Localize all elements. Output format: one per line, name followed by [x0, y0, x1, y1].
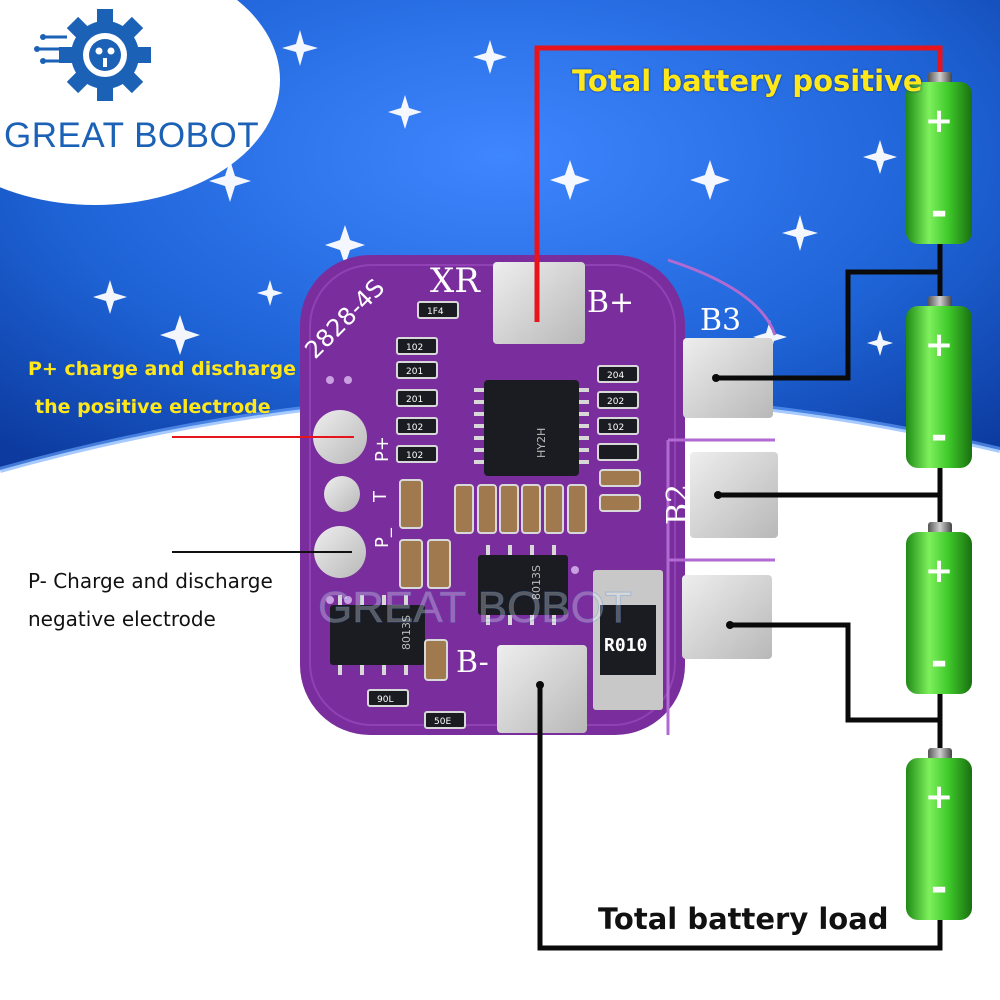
resistor-marking: 204: [607, 371, 624, 381]
battery-minus-sign: -: [931, 865, 948, 911]
resistor-marking: 90L: [377, 695, 393, 705]
label-t: T: [370, 490, 391, 503]
main-ic: [484, 380, 579, 476]
label-b-plus: B+: [587, 285, 634, 320]
resistor-marking: 201: [406, 367, 423, 377]
brand-watermark: GREAT BOBOT: [318, 583, 632, 632]
label-b2: B2: [661, 484, 696, 525]
board-maker: XR: [430, 261, 481, 301]
resistor-marking: 50E: [434, 717, 451, 727]
shunt-marking: R010: [604, 635, 647, 656]
battery-cell-4: + -: [906, 748, 972, 920]
label-p-minus: P_: [372, 527, 393, 548]
label-total-battery-positive: Total battery positive: [572, 64, 923, 98]
pad-b1: [682, 575, 772, 659]
label-p-plus: P+: [372, 436, 393, 462]
battery-cell-2: + -: [906, 296, 972, 468]
label-p-plus-description: P+ charge and discharge the positive ele…: [28, 350, 296, 426]
label-p-minus-description: P- Charge and discharge negative electro…: [28, 562, 273, 638]
battery-minus-sign: -: [931, 413, 948, 459]
resistor-marking: 1F4: [427, 307, 444, 317]
label-p-plus-line1: P+ charge and discharge: [28, 350, 296, 388]
label-b1: B1: [695, 665, 736, 700]
resistor-marking: 201: [406, 395, 423, 405]
battery-plus-sign: +: [925, 101, 954, 141]
battery-plus-sign: +: [925, 777, 954, 817]
label-p-plus-line2: the positive electrode: [28, 388, 296, 426]
brand-name: GREAT BOBOT: [4, 116, 259, 156]
resistor-marking: 102: [406, 423, 423, 433]
battery-plus-sign: +: [925, 551, 954, 591]
battery-minus-sign: -: [931, 639, 948, 685]
resistor-marking: 102: [406, 451, 423, 461]
pad-t: [324, 476, 360, 512]
label-p-minus-line1: P- Charge and discharge: [28, 562, 273, 600]
battery-cell-3: + -: [906, 522, 972, 694]
battery-minus-sign: -: [931, 189, 948, 235]
label-b3: B3: [700, 303, 741, 338]
label-b-minus: B-: [456, 645, 489, 680]
label-p-minus-line2: negative electrode: [28, 600, 273, 638]
chip-marking-main: HY2H: [535, 428, 548, 458]
resistor-marking: 202: [607, 397, 624, 407]
resistor-marking: 102: [406, 343, 423, 353]
label-total-battery-load: Total battery load: [598, 902, 889, 936]
resistor-marking: 102: [607, 423, 624, 433]
battery-plus-sign: +: [925, 325, 954, 365]
